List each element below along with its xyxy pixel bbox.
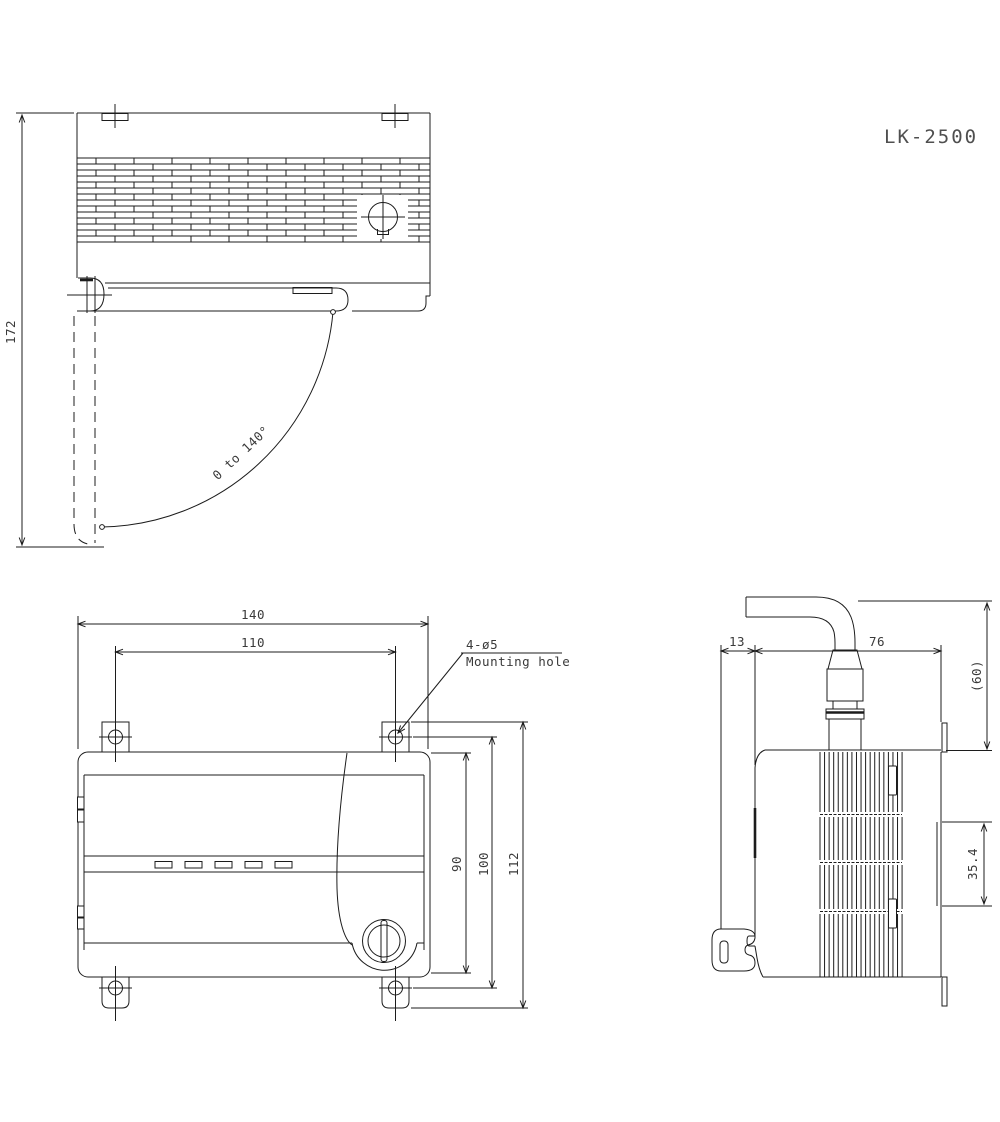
swing-range-label: 0 to 140° xyxy=(209,423,272,483)
cable xyxy=(745,596,856,644)
swing-view-body xyxy=(76,104,431,312)
callout-label-text: Mounting hole xyxy=(466,654,570,669)
dimension-overall-height-172: 172 xyxy=(3,112,104,548)
dimension-hole-span-100: 100 xyxy=(413,735,497,990)
fin-slot-upper xyxy=(888,765,897,796)
indicator-windows xyxy=(154,861,293,869)
front-mount-tabs-top xyxy=(99,714,412,762)
dimension-body-height-90: 90 xyxy=(431,751,471,975)
dimension-depth-13-76: 13 76 xyxy=(719,634,943,765)
dimension-hole-span-110: 110 xyxy=(114,635,397,714)
lock-knob-top xyxy=(361,195,405,239)
side-view-swing: 0 to 140° 172 xyxy=(3,104,431,548)
callout-qty-text: 4-ø5 xyxy=(466,637,498,652)
front-mount-tabs-bottom xyxy=(99,966,412,1021)
model-label: LK-2500 xyxy=(884,126,978,148)
fin-slot-lower xyxy=(888,898,897,929)
dim-76-text: 76 xyxy=(869,634,885,649)
dim-90-text: 90 xyxy=(449,856,464,872)
front-body xyxy=(77,751,431,978)
right-side-view: 13 76 (60) 35.4 xyxy=(711,596,992,1007)
dim-110-text: 110 xyxy=(241,635,265,650)
lock-knob-front xyxy=(362,919,406,963)
dimension-width-140: 140 xyxy=(76,607,430,749)
dim-100-text: 100 xyxy=(476,852,491,876)
dim-60-text: (60) xyxy=(969,660,984,692)
dim-13-text: 13 xyxy=(729,634,745,649)
connector-plug xyxy=(825,643,865,751)
front-panel-latch xyxy=(711,645,756,972)
swing-arc: 0 to 140° xyxy=(99,309,336,530)
mounting-hole-callout: 4-ø5 Mounting hole xyxy=(397,637,570,735)
dim-172-text: 172 xyxy=(3,320,18,344)
dimension-overall-112: 112 xyxy=(411,720,528,1010)
swing-arm-down-phantom xyxy=(73,316,96,545)
dim-354-text: 35.4 xyxy=(965,848,980,880)
dimension-rear-block-354: 35.4 xyxy=(942,821,992,907)
dim-140-text: 140 xyxy=(241,607,265,622)
front-view: 140 110 4-ø5 Mounting hole 90 100 xyxy=(76,607,570,1021)
dim-112-text: 112 xyxy=(506,852,521,876)
dimension-cable-60: (60) xyxy=(858,600,992,751)
swing-arm xyxy=(67,276,349,313)
